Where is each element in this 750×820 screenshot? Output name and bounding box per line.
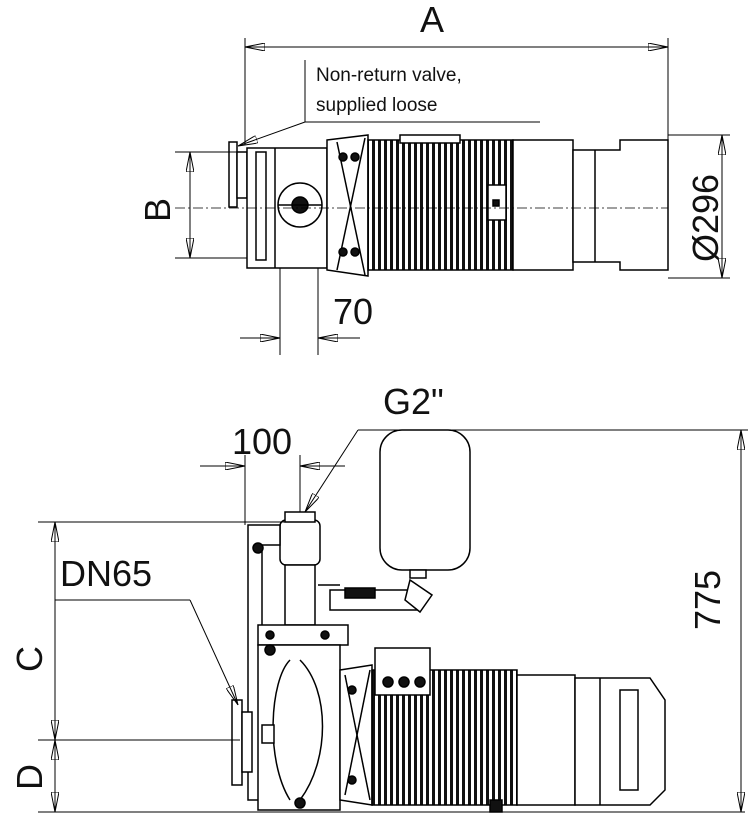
dn65-leader-line [55, 599, 238, 705]
valve-leader-line [238, 60, 540, 146]
label-100: 100 [232, 421, 293, 462]
dimension-100-line [200, 455, 345, 525]
dimension-c-d-lines [38, 521, 285, 813]
side-view [38, 429, 748, 813]
label-70: 70 [333, 291, 374, 332]
label-dn65: DN65 [60, 553, 153, 594]
discharge-manifold [279, 519, 321, 566]
dimension-775-line [470, 429, 748, 812]
terminal-box [374, 647, 431, 696]
motor-end-side [516, 674, 576, 806]
dimension-a-line [244, 38, 669, 145]
valve-note-line2: supplied loose [316, 95, 438, 116]
label-775: 775 [687, 569, 728, 630]
label-a: A [420, 0, 445, 40]
label-d: D [9, 764, 50, 790]
pump-body-side [257, 644, 341, 811]
label-diameter: Ø296 [685, 173, 726, 262]
label-c: C [9, 646, 50, 672]
suction-flange [231, 699, 243, 786]
pressure-tank [379, 429, 471, 571]
dimension-diameter-line [668, 134, 730, 279]
label-g2: G2" [383, 381, 444, 422]
dimension-70-line [240, 268, 360, 355]
label-b: B [137, 197, 178, 222]
top-view [175, 38, 730, 355]
dimension-b-line [175, 151, 247, 259]
valve-note-line1: Non-return valve, [316, 65, 462, 86]
motor-end-top [512, 139, 574, 271]
